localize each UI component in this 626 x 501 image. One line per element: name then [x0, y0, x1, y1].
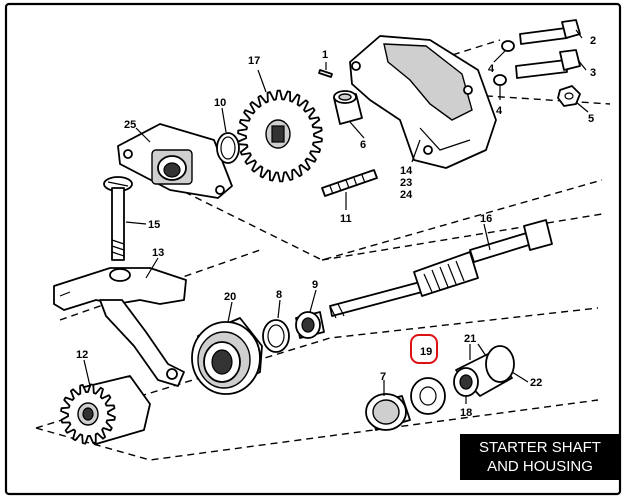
label-14: 14: [400, 165, 413, 177]
label-24: 24: [400, 189, 413, 201]
label-8: 8: [276, 289, 282, 301]
label-22: 22: [530, 377, 542, 389]
part-9-bushing: [295, 311, 325, 339]
title-line-1: STARTER SHAFT: [479, 439, 601, 456]
part-25-bracket-plate: [117, 123, 233, 199]
part-15-pivot-bolt: [103, 176, 133, 261]
label-20: 20: [224, 291, 236, 303]
label-10: 10: [214, 97, 226, 109]
part-14-starter-housing: [349, 35, 497, 169]
part-10-o-ring: [216, 132, 240, 164]
label-18: 18: [460, 407, 472, 419]
label-12: 12: [76, 349, 88, 361]
part-7-needle-bearing: [365, 393, 411, 431]
part-3-bolt: [515, 49, 581, 79]
part-11-stud: [321, 169, 378, 197]
label-9: 9: [312, 279, 318, 291]
part-2-bolt: [519, 19, 581, 45]
label-7: 7: [380, 371, 386, 383]
label-13: 13: [152, 247, 164, 259]
label-2: 2: [590, 35, 596, 47]
label-3: 3: [590, 67, 596, 79]
part-1-pin: [318, 69, 333, 78]
highlight-callout-19: [410, 334, 438, 364]
label-6: 6: [360, 139, 366, 151]
part-number-labels: 1 2 3 4 4 5 6 14 23 24 17 10 25 11 15 16…: [76, 35, 596, 419]
label-5: 5: [588, 113, 594, 125]
part-16-starter-shaft: [329, 219, 553, 319]
label-23: 23: [400, 177, 412, 189]
leader-lines: [83, 29, 589, 404]
part-12-drive-pinion: [60, 375, 151, 445]
label-4-upper: 4: [488, 63, 495, 75]
part-5-nut: [557, 85, 581, 107]
label-25: 25: [124, 119, 136, 131]
part-19-thrust-washer: [410, 377, 446, 415]
part-4-lock-washer-bottom: [493, 74, 507, 86]
diagram-frame: [4, 2, 622, 496]
label-19: 19: [420, 346, 432, 358]
part-13-shift-lever: [53, 267, 187, 387]
label-11: 11: [340, 213, 352, 225]
diagram-title-box: STARTER SHAFT AND HOUSING: [460, 434, 620, 480]
part-21-bushing-housing: [453, 345, 515, 397]
part-8-snap-ring: [262, 319, 290, 353]
part-20-clutch-drum: [191, 317, 263, 395]
part-17-gear: [237, 89, 323, 183]
label-4-lower: 4: [496, 105, 503, 117]
label-15: 15: [148, 219, 160, 231]
label-17: 17: [248, 55, 260, 67]
part-4-lock-washer-top: [501, 40, 515, 52]
title-line-2: AND HOUSING: [487, 458, 593, 475]
part-6-bushing: [333, 90, 363, 125]
label-21: 21: [464, 333, 476, 345]
label-1: 1: [322, 49, 328, 61]
label-16: 16: [480, 213, 492, 225]
